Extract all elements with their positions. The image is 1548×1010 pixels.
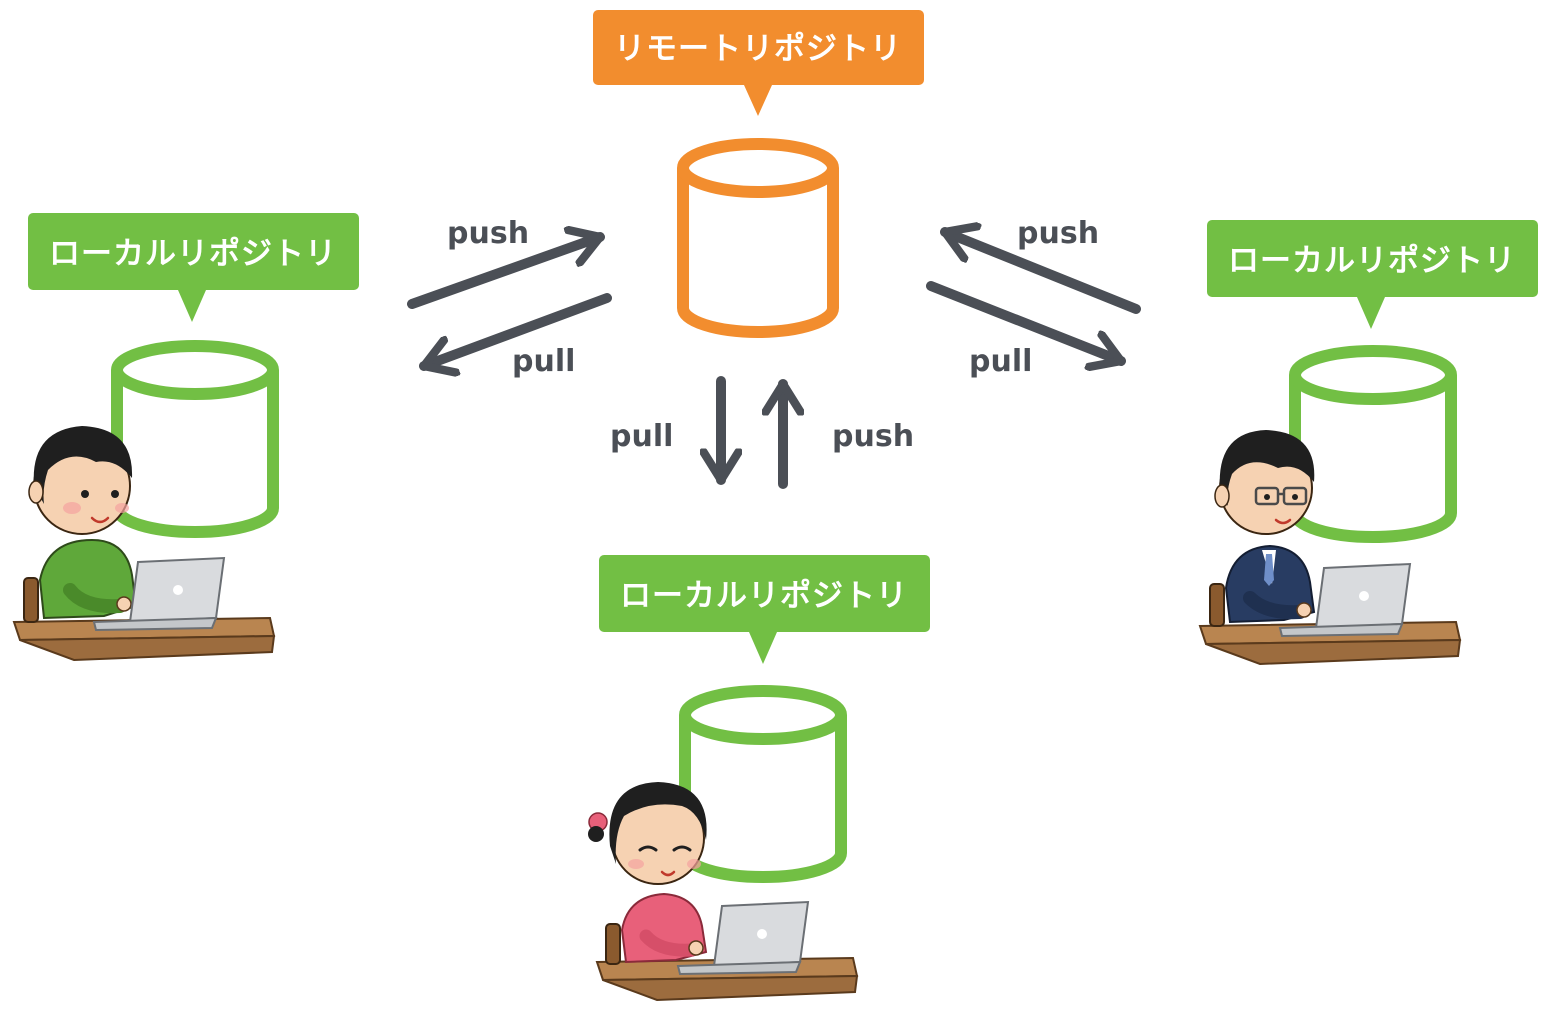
left-push-label: push — [447, 216, 529, 251]
left-local-callout-label: ローカルリポジトリ — [49, 236, 337, 272]
arrows — [407, 232, 1141, 489]
bottom-push-label: push — [832, 419, 914, 454]
remote-callout-label: リモートリポジトリ — [614, 31, 902, 67]
right-pull-arrow — [926, 281, 1126, 361]
remote-database-icon — [677, 138, 839, 338]
right-local-callout: ローカルリポジトリ — [1207, 220, 1538, 329]
left-push-arrow — [407, 237, 605, 309]
bottom-pull-label: pull — [610, 419, 673, 454]
left-pull-label: pull — [512, 344, 575, 379]
right-pull-label: pull — [969, 344, 1032, 379]
remote-callout: リモートリポジトリ — [593, 10, 924, 116]
left-pull-arrow — [419, 293, 612, 366]
right-local-database-icon — [1289, 345, 1457, 543]
right-push-label: push — [1017, 216, 1099, 251]
left-local-database-icon — [111, 340, 279, 538]
left-local-callout: ローカルリポジトリ — [28, 213, 359, 322]
bottom-local-callout: ローカルリポジトリ — [599, 555, 930, 664]
bottom-person-illustration — [588, 782, 859, 1002]
right-local-callout-label: ローカルリポジトリ — [1228, 243, 1516, 279]
bottom-local-callout-label: ローカルリポジトリ — [620, 578, 908, 614]
left-person-illustration — [12, 426, 276, 662]
right-person-illustration — [1198, 430, 1462, 666]
bottom-local-database-icon — [679, 685, 847, 883]
right-push-arrow — [940, 232, 1141, 314]
